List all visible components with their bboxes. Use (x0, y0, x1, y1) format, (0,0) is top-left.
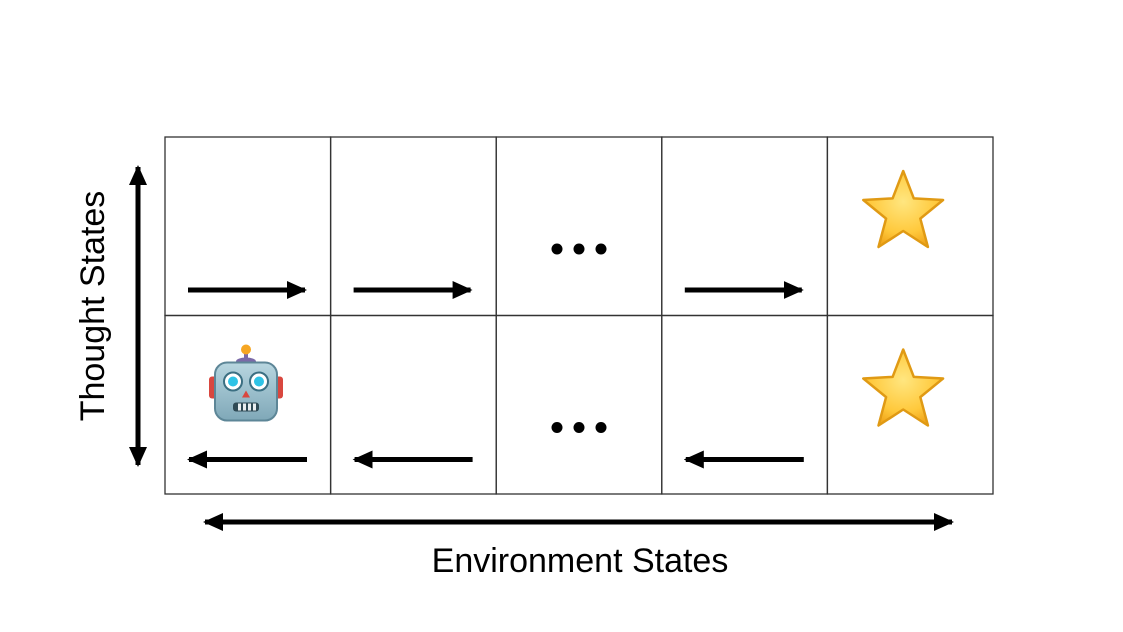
star-icon (862, 348, 945, 427)
grid-cell (495, 314, 663, 495)
robot-icon (209, 344, 283, 422)
grid-cell (495, 136, 663, 317)
grid-cell (329, 314, 497, 495)
y-axis-label: Thought States (74, 191, 112, 422)
star-icon (862, 169, 945, 249)
grid-cell-contents (187, 169, 945, 469)
ellipsis-icon (551, 422, 607, 433)
grid-cell (826, 314, 994, 495)
ellipsis-icon (551, 243, 607, 255)
grid-cell (661, 314, 829, 495)
state-grid (164, 136, 994, 495)
x-axis-label: Environment States (432, 542, 729, 580)
